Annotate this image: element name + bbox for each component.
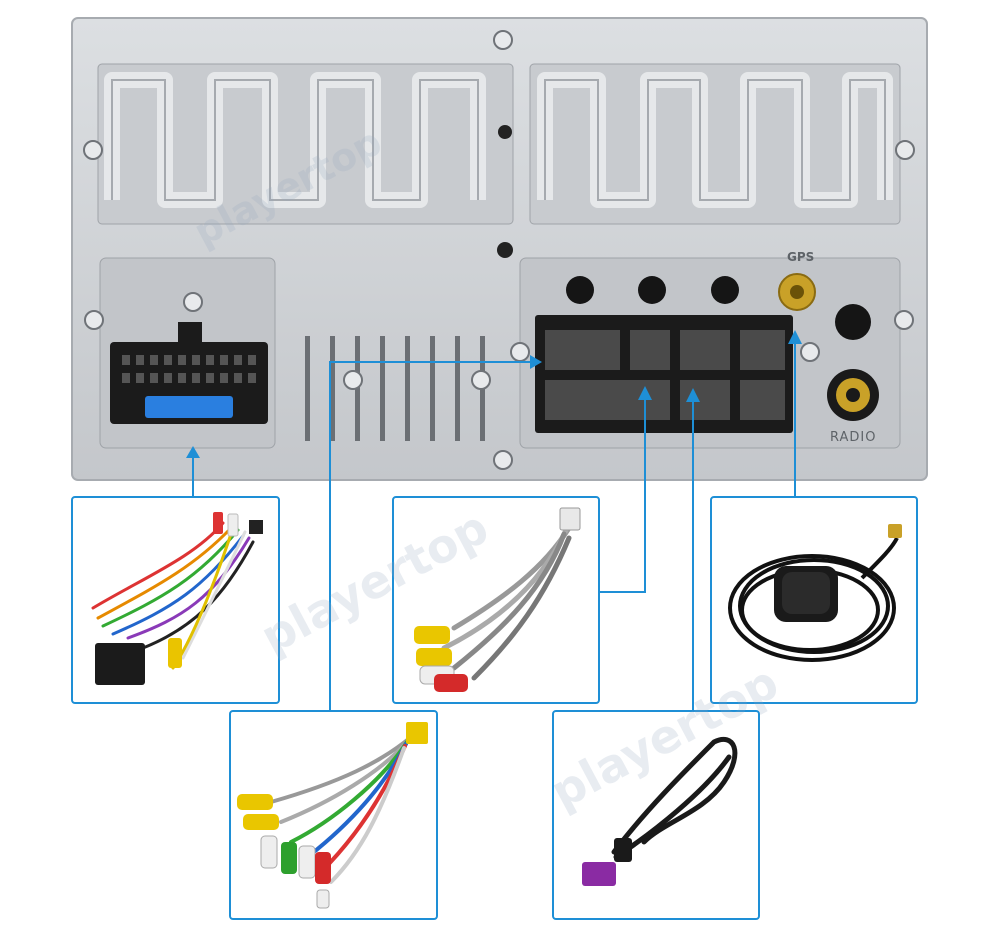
power-harness-image <box>91 512 263 685</box>
radio-label: RADIO <box>830 430 877 445</box>
rca-output-cable-box <box>392 496 600 704</box>
power-harness-box <box>71 496 280 704</box>
usb-extension-cable-box <box>552 710 760 920</box>
rca-output-cable-image <box>414 507 581 692</box>
rca-input-cable-image <box>237 722 428 909</box>
gps-antenna-image <box>728 524 902 662</box>
rca-input-cable-box <box>229 710 438 920</box>
head-unit-back-panel <box>71 17 928 481</box>
gps-label: GPS <box>787 250 815 264</box>
gps-antenna-box <box>710 496 918 704</box>
usb-extension-cable-image <box>582 737 738 886</box>
